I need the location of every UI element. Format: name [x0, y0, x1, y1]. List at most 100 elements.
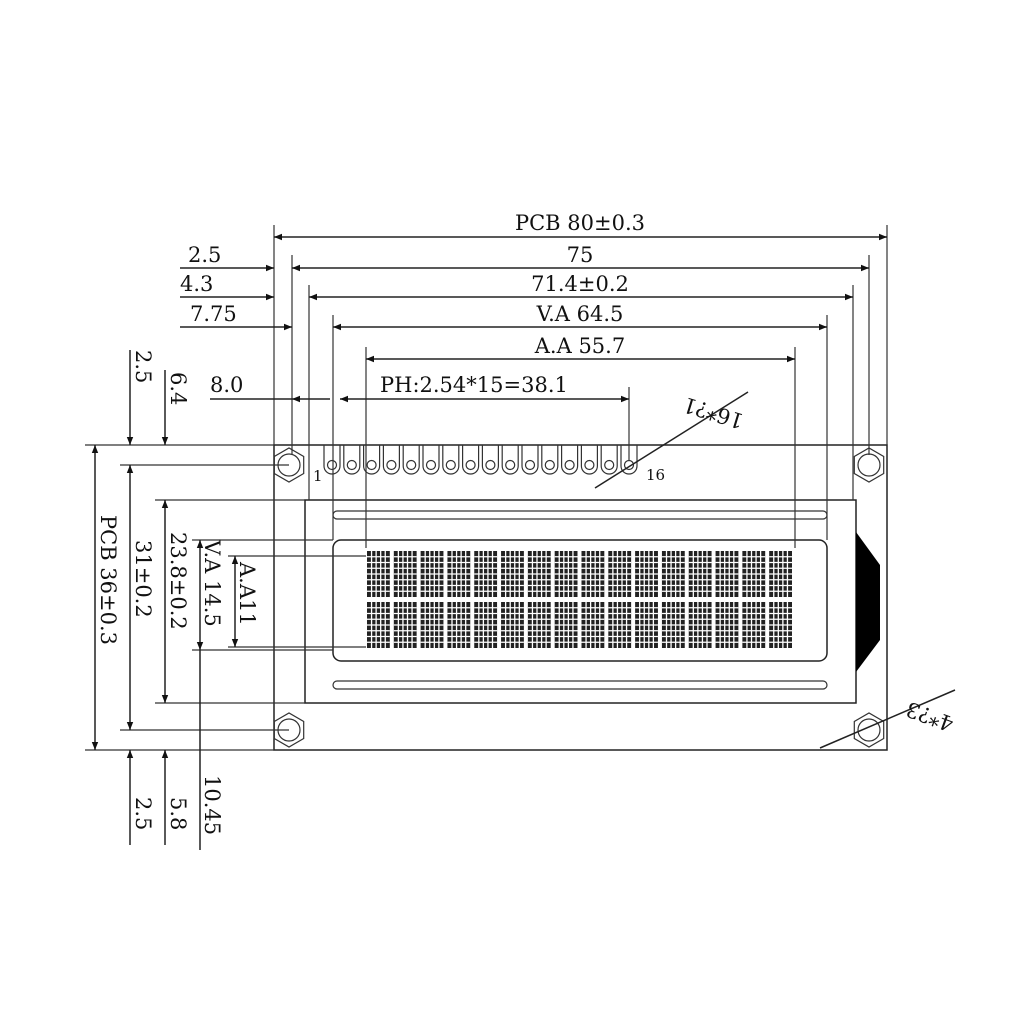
character-cell — [581, 602, 605, 648]
pin-hole — [326, 459, 338, 471]
dim-bezel-height: 23.8±0.2 — [166, 532, 190, 630]
character-cell — [715, 551, 739, 597]
pin-pad — [422, 445, 440, 475]
character-cell — [742, 551, 766, 597]
dim-bottom-hole-offset: 2.5 — [131, 797, 155, 830]
character-cell — [608, 602, 632, 648]
pin-pad — [541, 445, 559, 475]
pin-hole — [386, 459, 397, 471]
pin-pad — [402, 445, 420, 475]
character-cell — [501, 602, 524, 648]
character-cell — [393, 551, 417, 597]
dim-top-hole-offset: 2.5 — [131, 350, 155, 383]
dim-hole-pitch-v: 31±0.2 — [131, 540, 155, 618]
character-cell — [474, 602, 498, 648]
pin-pad — [442, 445, 460, 475]
extension-lines — [85, 225, 888, 751]
pin-1-label: 1 — [313, 467, 323, 485]
character-cell — [715, 602, 739, 648]
hole — [857, 718, 881, 742]
character-cell — [367, 551, 390, 597]
pin-hole — [366, 459, 377, 471]
character-grid — [367, 551, 792, 648]
backlight-tab — [856, 532, 880, 672]
dim-va-offset: 7.75 — [190, 302, 237, 326]
dim-pin-pitch: PH:2.54*15=38.1 — [380, 373, 568, 397]
character-cell — [527, 551, 551, 597]
character-cell — [661, 551, 685, 597]
pin-hole — [346, 459, 357, 471]
character-cell — [447, 602, 471, 648]
hex-nut — [273, 712, 305, 748]
pin-hole — [584, 459, 595, 471]
character-cell — [769, 602, 792, 648]
character-cell — [393, 602, 417, 648]
dim-viewing-area-v: V.A 14.5 — [200, 539, 224, 627]
pin-pad — [363, 445, 381, 475]
pin-pad — [462, 445, 480, 475]
pin-16-label: 16 — [646, 466, 665, 484]
dim-bezel-width: 71.4±0.2 — [531, 272, 629, 296]
hex-nut — [853, 712, 885, 748]
pin-pad — [580, 445, 598, 475]
pin-pad — [521, 445, 539, 475]
character-cell — [635, 551, 658, 597]
character-cell — [420, 602, 444, 648]
pin-hole — [485, 459, 496, 471]
pin-pad — [501, 445, 519, 475]
pin-header — [323, 445, 638, 475]
pin-hole — [505, 459, 516, 471]
pcb-outline — [273, 444, 888, 751]
lcd-window — [332, 539, 828, 662]
pin-hole — [406, 459, 417, 471]
dim-bottom-bezel-offset: 5.8 — [166, 797, 190, 830]
mount-hole-note: 4*?3 — [903, 697, 957, 736]
vertical-dimension-lines — [91, 350, 239, 850]
hex-nut — [853, 447, 885, 483]
dim-pcb-width: PCB 80±0.3 — [515, 211, 645, 235]
character-cell — [474, 551, 498, 597]
mount-hole-leader — [819, 689, 956, 749]
pin-hole — [623, 459, 635, 471]
pin-hole — [425, 459, 437, 471]
character-cell — [742, 602, 766, 648]
dim-pin-offset: 8.0 — [210, 373, 243, 397]
dim-hole-pitch: 75 — [567, 243, 594, 267]
dim-active-area-v: A.A11 — [235, 561, 259, 626]
dim-va-bottom-offset: 10.45 — [200, 775, 224, 835]
pin-hole — [465, 459, 476, 471]
mounting-hole — [853, 712, 885, 748]
pin-pad — [620, 445, 638, 475]
dim-viewing-area: V.A 64.5 — [536, 302, 624, 326]
dim-top-bezel-offset: 6.4 — [166, 372, 190, 405]
character-cell — [661, 602, 685, 648]
bezel-bottom-stripe — [332, 680, 828, 690]
bezel — [304, 499, 857, 704]
pin-pad — [561, 445, 579, 475]
pin-pad — [600, 445, 618, 475]
hex-nut — [273, 447, 305, 483]
character-cell — [608, 551, 632, 597]
bezel-top-stripe — [332, 510, 828, 520]
character-cell — [769, 551, 792, 597]
pin-hole — [564, 459, 575, 471]
hole — [857, 453, 881, 477]
pin-hole-leader — [594, 391, 749, 489]
horizontal-dimension-lines — [180, 233, 887, 403]
pin-pad — [382, 445, 400, 475]
pin-pad — [323, 445, 341, 475]
pin-pad — [481, 445, 499, 475]
character-cell — [447, 551, 471, 597]
pin-hole — [524, 459, 536, 471]
character-cell — [420, 551, 444, 597]
character-cell — [635, 602, 658, 648]
character-cell — [501, 551, 524, 597]
pin-hole-note: 16*?1 — [680, 392, 746, 433]
character-cell — [367, 602, 390, 648]
character-cell — [688, 551, 712, 597]
pin-hole — [445, 459, 456, 471]
pin-hole — [604, 459, 615, 471]
pin-pad — [343, 445, 361, 475]
dim-pcb-height: PCB 36±0.3 — [96, 515, 120, 645]
